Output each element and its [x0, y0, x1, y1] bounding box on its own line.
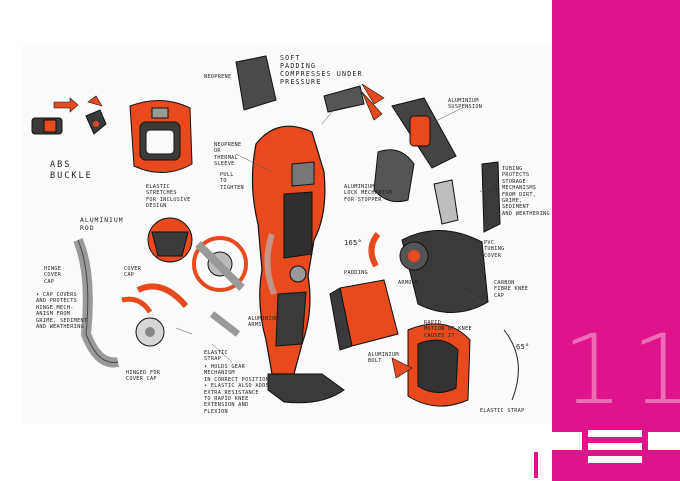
aluminium-arms-label: ALUMINIUM ARMS: [248, 316, 279, 329]
concept-sketch-sheet: ABS BUCKLE SOFT PADDING COMPRESSES UNDER…: [22, 44, 552, 424]
padding-label: PADDING: [344, 270, 368, 276]
elastic-stretches-label: ELASTIC STRETCHES FOR INCLUSIVE DESIGN: [146, 184, 191, 210]
armour-sketch: [329, 279, 399, 351]
knee-brace-sketch: [31, 55, 519, 407]
angle-165-label: 165°: [344, 239, 363, 247]
neoprene-sleeve-label: NEOPRENE OR THERMAL SLEEVE: [214, 142, 242, 168]
aluminium-rod-sketch: [73, 238, 189, 368]
elastic-strap-2-label: ELASTIC STRAP: [480, 408, 525, 414]
main-leg-sketch: [251, 125, 345, 404]
suspension-sketch: [361, 91, 501, 233]
hamburger-menu-button[interactable]: [582, 422, 648, 472]
rapid-motion-label: RAPID MOTION OF KNEE CAUSES IT: [424, 320, 472, 339]
armour-label: ARMOUR: [398, 280, 419, 286]
aluminium-rod-label: ALUMINIUM ROD: [80, 216, 124, 232]
tubing-cover-label: PVC TUBING COVER: [484, 240, 505, 259]
elastic-strap-notes: • HOLDS GEAR MECHANISM IN CORRECT POSITI…: [204, 364, 270, 415]
aluminium-bolt-label: ALUMINIUM BOLT: [368, 352, 399, 365]
elastic-strap-label: ELASTIC STRAP: [204, 350, 228, 363]
soft-padding-label: SOFT PADDING COMPRESSES UNDER PRESSURE: [280, 54, 363, 86]
abs-buckle-sketch: [31, 95, 107, 135]
gear-hinge-sketch: [147, 217, 248, 337]
pull-to-tighten-label: PULL TO TIGHTEN: [220, 172, 244, 191]
hinged-cover-label: HINGED FOR COVER CAP: [126, 370, 161, 383]
strap-cuff-sketch: [129, 100, 193, 173]
hinge-cover-label: HINGE COVER CAP: [44, 266, 62, 285]
aluminium-suspension-label: ALUMINIUM SUSPENSION: [448, 98, 483, 111]
cover-cap-label: COVER CAP: [124, 266, 142, 279]
carbon-fibre-label: CARBON FIBRE KNEE CAP: [494, 280, 529, 299]
accent-panel: [552, 0, 680, 481]
knee-cap-sketch: [368, 230, 489, 313]
abs-buckle-label: ABS BUCKLE: [50, 160, 93, 181]
page-number: 11: [562, 314, 680, 426]
aluminium-lock-label: ALUMINIUM LOCK MECHANISM FOR STOPPER: [344, 184, 392, 203]
neoprene-label: NEOPRENE: [204, 74, 232, 80]
neoprene-pad-sketch: [235, 55, 277, 111]
angle-65-label: 65°: [516, 343, 530, 351]
tubing-protects-label: TUBING PROTECTS STORAGE MECHANISMS FROM …: [502, 166, 550, 217]
accent-bar: [534, 452, 538, 478]
cap-covers-note: • CAP COVERS AND PROTECTS HINGE MECH- AN…: [36, 292, 88, 331]
lower-cuff-sketch: [391, 323, 519, 407]
hamburger-icon: [588, 430, 642, 437]
